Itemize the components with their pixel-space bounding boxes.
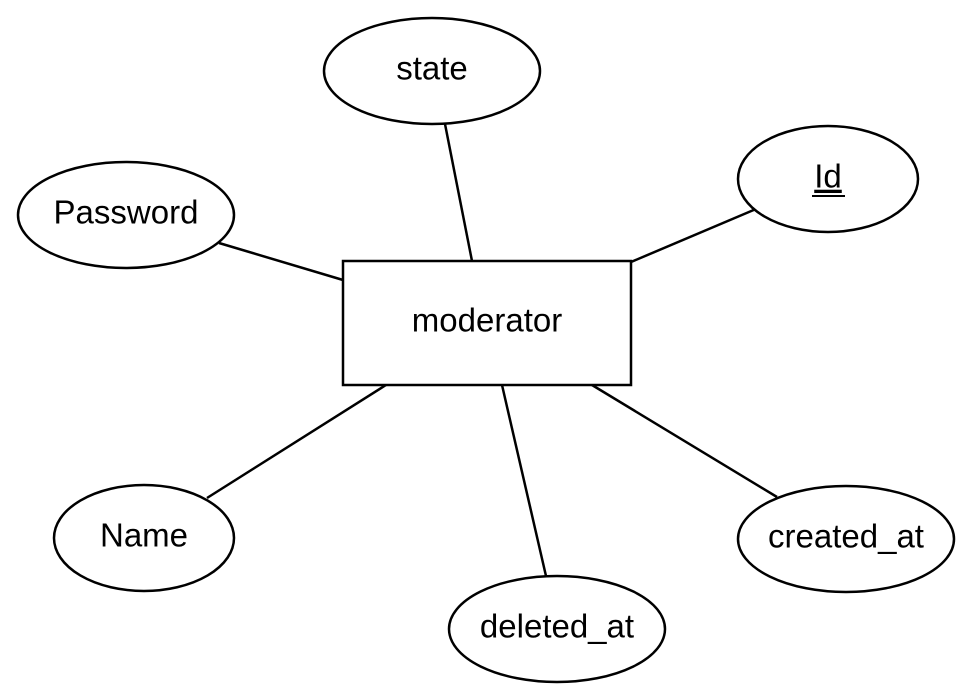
- connector-state: [443, 123, 474, 262]
- attribute-id: Id: [736, 124, 920, 234]
- attribute-deleted-at: deleted_at: [447, 574, 667, 684]
- attribute-ellipse: [736, 124, 920, 234]
- entity-label: moderator: [412, 302, 562, 339]
- connector-deleted-at: [500, 384, 548, 577]
- connector-created-at: [591, 383, 778, 499]
- key-attribute-label: Id: [814, 158, 842, 195]
- attribute-label: deleted_at: [480, 608, 634, 645]
- attribute-ellipse: [322, 16, 542, 126]
- attribute-ellipse: [16, 160, 236, 270]
- attribute-label: state: [396, 50, 468, 87]
- entity-moderator: moderator: [341, 259, 633, 387]
- attribute-label: created_at: [768, 518, 924, 555]
- attribute-label: Password: [54, 194, 199, 231]
- attribute-name: Name: [52, 483, 236, 593]
- connector-name: [206, 383, 387, 500]
- attribute-ellipse: [52, 483, 236, 593]
- attribute-ellipse: [447, 574, 667, 684]
- entity-box: [341, 259, 633, 387]
- attribute-state: state: [322, 16, 542, 126]
- attribute-password: Password: [16, 160, 236, 270]
- connector-id: [630, 207, 757, 264]
- attribute-created-at: created_at: [736, 484, 956, 594]
- attribute-ellipse: [736, 484, 956, 594]
- connector-password: [218, 241, 344, 282]
- attribute-label: Name: [100, 517, 188, 554]
